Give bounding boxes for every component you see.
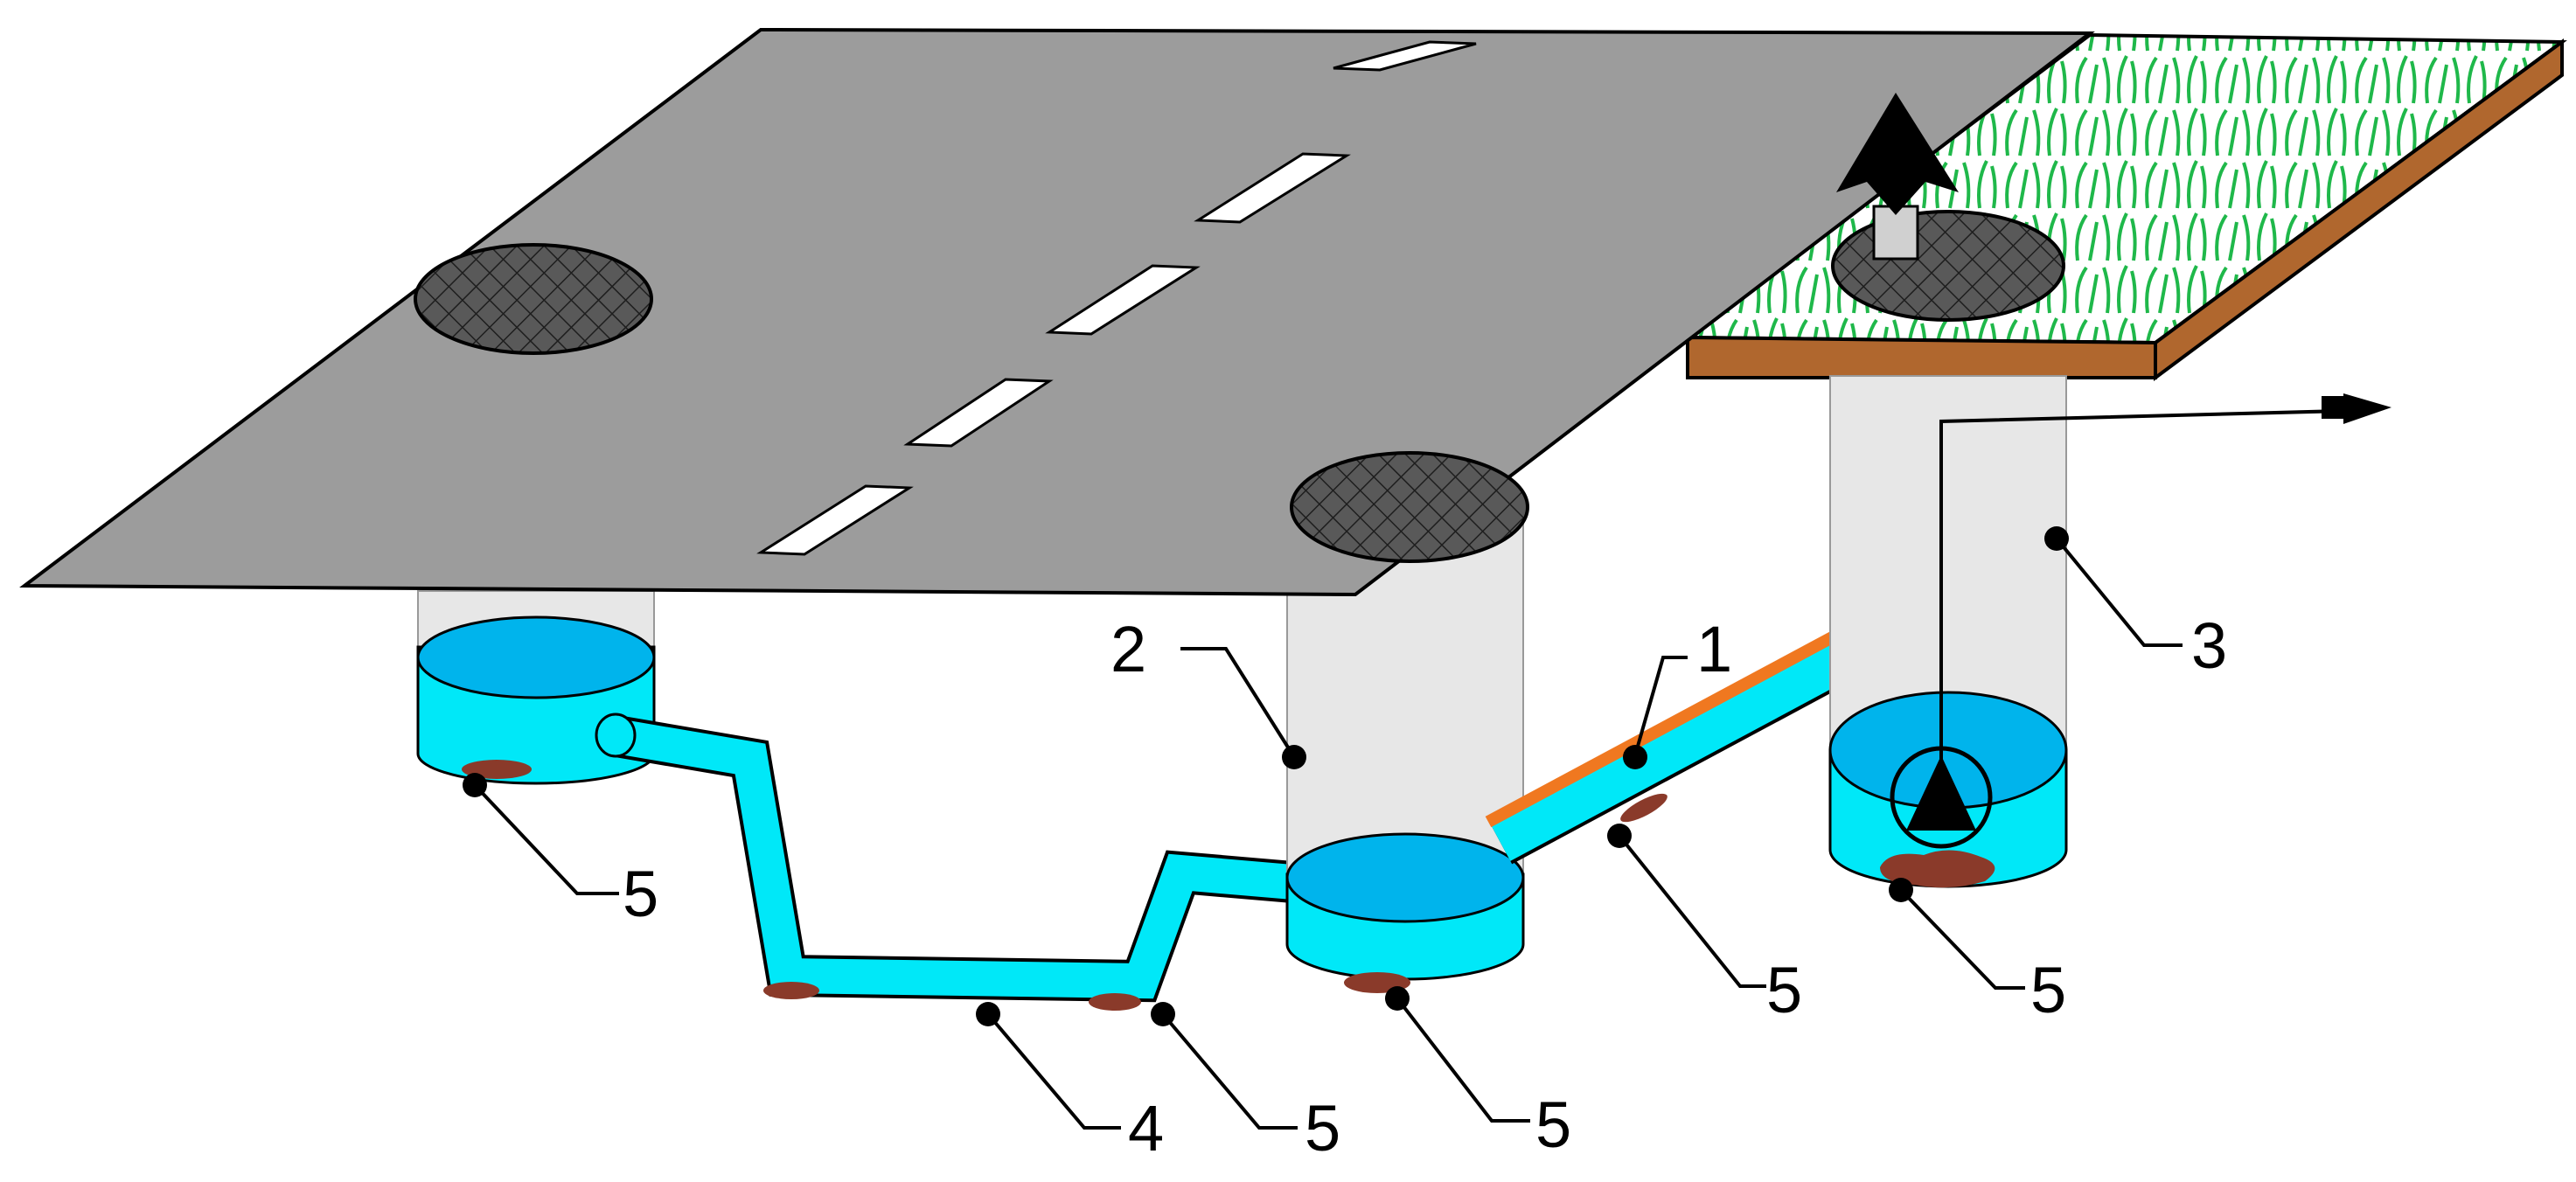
callout-label: 3 [2191,609,2227,682]
road-surface [19,27,2095,597]
callout-label: 5 [1535,1088,1571,1161]
sediment-deposit [763,982,819,999]
callout-1: 1 [1623,613,1732,769]
grate-icon [1290,451,1529,563]
callout-label: 4 [1128,1092,1164,1165]
callout-5-lined-pipe: 5 [1607,824,1802,1026]
vent-arrow-icon [1836,93,1959,261]
left-inlet-tank [416,590,656,785]
grate-icon [1831,210,2065,322]
sediment-deposit [1620,793,1667,823]
callout-5-left-tank: 5 [463,773,658,930]
callout-label: 5 [623,858,658,930]
grass-grate [1831,93,2065,322]
callout-label: 1 [1696,613,1732,685]
grate-icon [414,243,653,355]
callout-label: 5 [1766,954,1802,1026]
callout-label: 2 [1110,613,1146,685]
right-pump-tank [1828,375,2392,888]
callout-2: 2 [1110,613,1306,769]
callout-5-pipe: 5 [1151,1002,1340,1165]
connecting-pipe [595,713,1305,1011]
callout-4: 4 [976,1002,1164,1165]
discharge-arrow-icon [2343,393,2392,424]
middle-manhole-shaft [1285,506,1525,993]
sediment-deposit [1089,993,1141,1011]
callout-label: 5 [1305,1092,1340,1165]
lined-pipe [1485,622,1880,865]
callout-3: 3 [2044,526,2227,682]
lane-markings [756,40,1477,556]
callout-5-middle-tank: 5 [1385,986,1571,1161]
callout-label: 5 [2030,954,2066,1026]
callout-5-right-tank: 5 [1889,878,2066,1026]
sediment-deposit [1880,850,1995,888]
pump-icon [1890,746,1993,849]
